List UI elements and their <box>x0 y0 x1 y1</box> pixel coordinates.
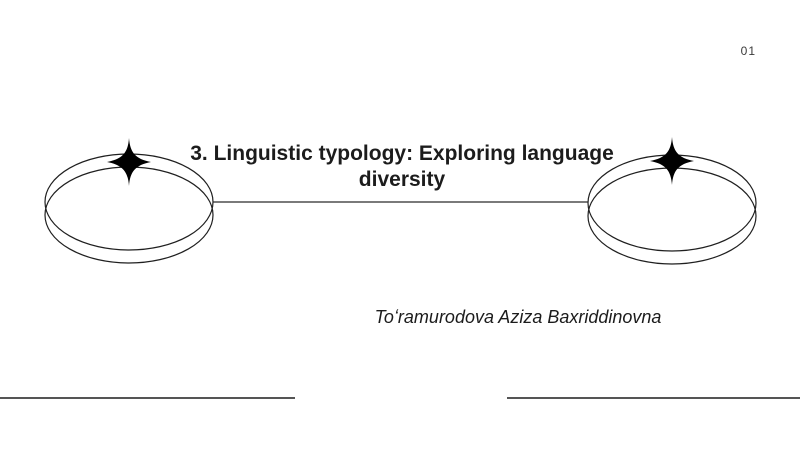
slide-title: 3. Linguistic typology: Exploring langua… <box>190 142 614 192</box>
slide-author: Toʻramurodova Aziza Baxriddinovna <box>374 307 662 327</box>
sparkle-icon <box>650 137 694 185</box>
page-number: 01 <box>740 44 756 58</box>
sparkle-icon <box>107 138 151 186</box>
